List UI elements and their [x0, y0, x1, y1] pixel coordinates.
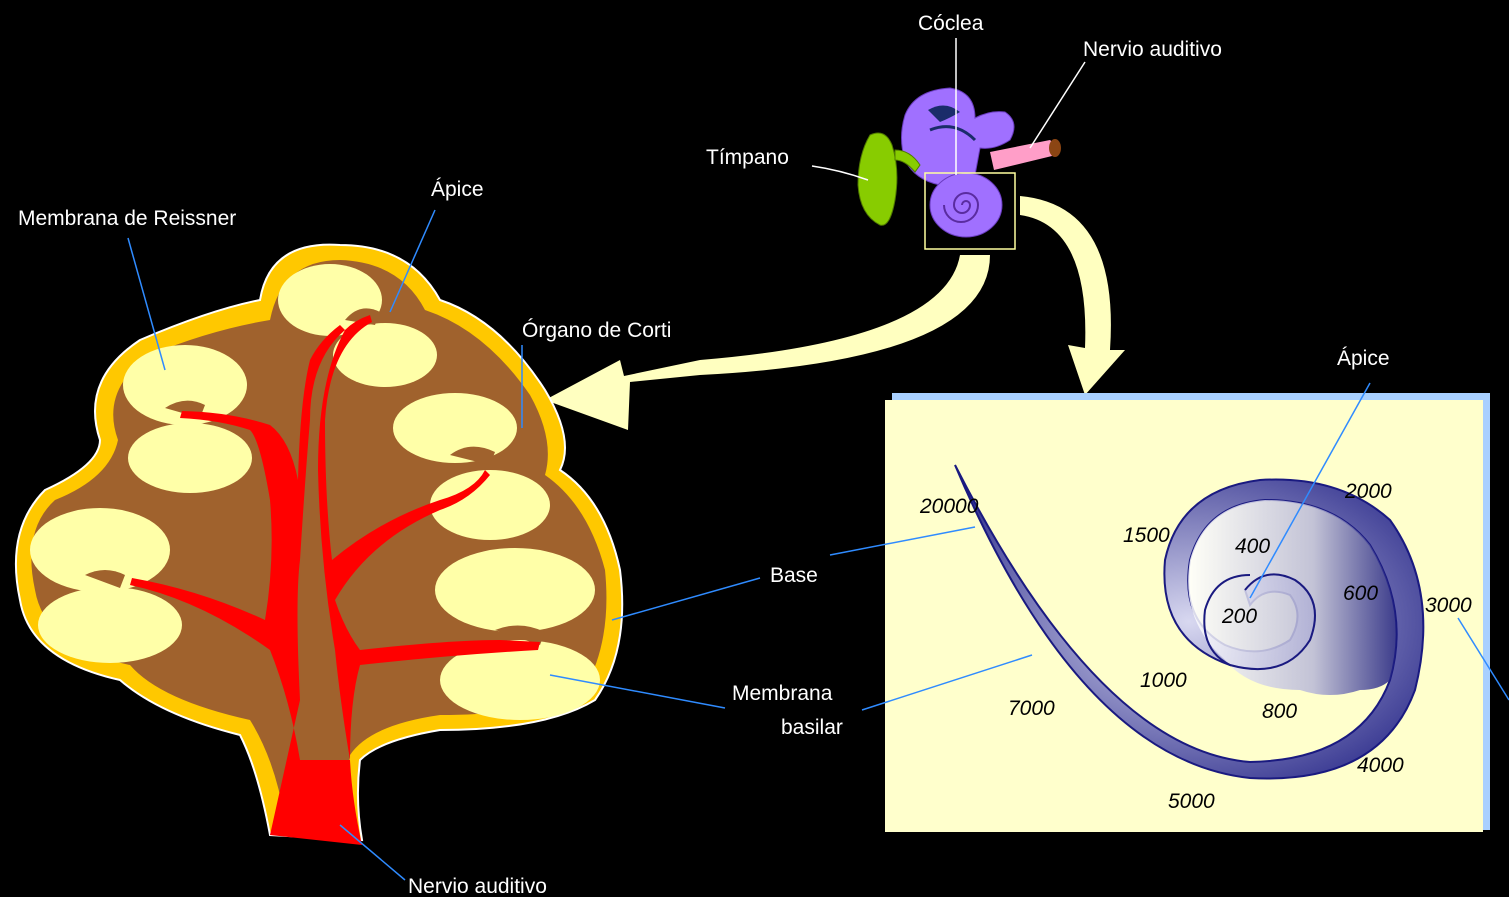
freq-label: 400 — [1235, 535, 1270, 558]
chamber-left-upper-2 — [128, 423, 252, 493]
label-membrana-reissner: Membrana de Reissner — [18, 207, 236, 230]
leader-nervio-top — [1030, 62, 1085, 148]
label-organo-corti: Órgano de Corti — [522, 319, 671, 342]
label-nervio-auditivo-top: Nervio auditivo — [1083, 38, 1222, 61]
chamber-right-lower-1 — [435, 548, 595, 632]
leader-nervio-bottom — [340, 825, 405, 880]
freq-label: 3000 — [1425, 594, 1472, 617]
arrow-to-spiral — [1020, 196, 1125, 395]
label-membrana-basilar-2: basilar — [781, 716, 843, 739]
ear-illustration — [858, 88, 1061, 249]
label-coclea: Cóclea — [918, 12, 984, 35]
label-nervio-auditivo-bottom: Nervio auditivo — [408, 875, 547, 897]
leader-base-left — [612, 578, 760, 620]
freq-label: 600 — [1343, 582, 1378, 605]
label-membrana-basilar-1: Membrana — [732, 682, 833, 705]
freq-label: 800 — [1262, 700, 1297, 723]
freq-label: 2000 — [1344, 480, 1392, 503]
chamber-left-lower-2 — [38, 587, 182, 663]
freq-label: 200 — [1221, 605, 1257, 628]
label-apice-right: Ápice — [1337, 347, 1390, 370]
ear-nerve-end — [1049, 139, 1061, 157]
freq-label: 4000 — [1357, 754, 1404, 777]
ear-cochlea-shape — [930, 173, 1002, 237]
freq-label: 7000 — [1008, 697, 1055, 720]
label-timpano: Tímpano — [706, 146, 789, 169]
label-base: Base — [770, 564, 818, 587]
freq-label: 20000 — [919, 495, 979, 518]
freq-label: 1500 — [1123, 524, 1170, 547]
semicircular-canals — [902, 88, 1015, 185]
freq-label: 5000 — [1168, 790, 1215, 813]
label-apice-left: Ápice — [431, 178, 484, 201]
freq-label: 1000 — [1140, 669, 1187, 692]
